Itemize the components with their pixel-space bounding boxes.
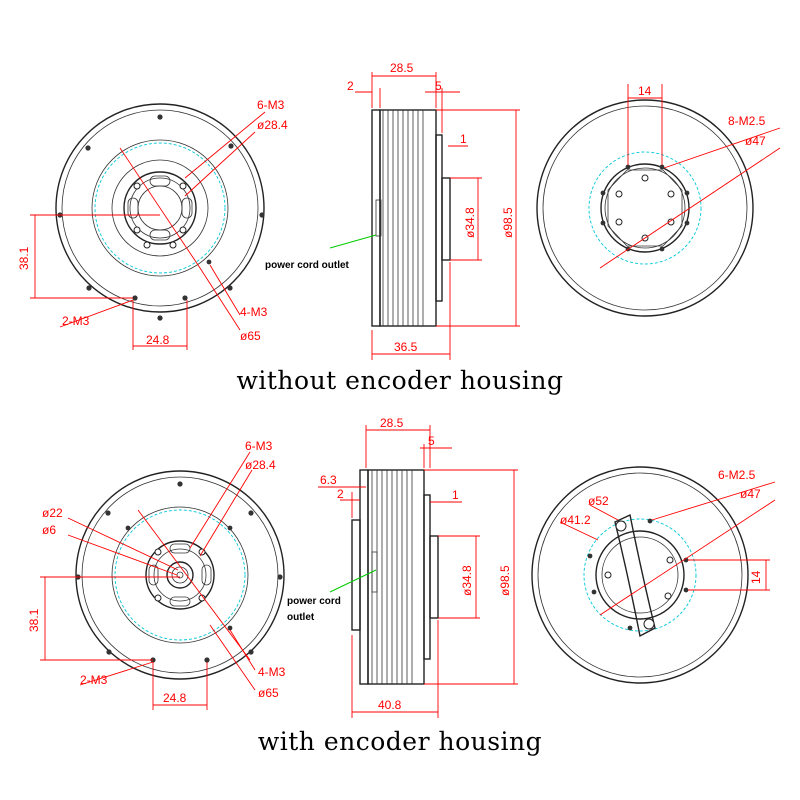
bottom-side-power-note-1: power cord bbox=[287, 596, 341, 607]
bottom-front-dia65-label: ø65 bbox=[258, 686, 279, 700]
bottom-back-dia47-label: ø47 bbox=[740, 487, 761, 501]
bottom-front-view: 6-M3 ø28.4 ø22 ø6 38.1 2-M3 4-M3 ø65 24.… bbox=[27, 439, 286, 710]
top-side-5-label: 5 bbox=[435, 79, 442, 93]
top-side-view: 2 28.5 5 1 ø34.8 ø98.5 36.5 power cord o… bbox=[265, 61, 520, 360]
bottom-front-6m3-label: 6-M3 bbox=[245, 439, 273, 453]
bottom-side-40-label: 40.8 bbox=[378, 698, 402, 712]
bottom-side-view: 28.5 5 6.3 2 1 ø34.8 ø98.5 40.8 power co… bbox=[287, 416, 518, 718]
bottom-front-dia28-label: ø28.4 bbox=[245, 458, 276, 472]
bottom-side-28-label: 28.5 bbox=[380, 416, 404, 430]
top-back-8m25-label: 8-M2.5 bbox=[728, 114, 766, 128]
top-side-1-label: 1 bbox=[460, 132, 467, 146]
bottom-back-dia52-label: ø52 bbox=[588, 494, 609, 508]
bottom-side-power-note-2: outlet bbox=[287, 612, 315, 623]
top-front-6m3-label: 6-M3 bbox=[257, 98, 285, 112]
top-front-dia65-label: ø65 bbox=[240, 329, 261, 343]
bottom-side-1-label: 1 bbox=[452, 488, 459, 502]
bottom-front-dia22-label: ø22 bbox=[42, 506, 63, 520]
caption-without-encoder: without encoder housing bbox=[236, 366, 564, 395]
bottom-front-38-label: 38.1 bbox=[27, 608, 41, 632]
top-front-view: 6-M3 ø28.4 38.1 2-M3 4-M3 ø65 24.8 bbox=[17, 98, 288, 350]
top-front-24-label: 24.8 bbox=[146, 333, 170, 347]
bottom-side-dia34-label: ø34.8 bbox=[460, 565, 474, 596]
top-side-36-label: 36.5 bbox=[394, 340, 418, 354]
top-side-dia98-label: ø98.5 bbox=[501, 207, 515, 238]
top-side-28-label: 28.5 bbox=[390, 61, 414, 75]
top-side-power-note: power cord outlet bbox=[265, 260, 350, 271]
top-front-38-label: 38.1 bbox=[17, 246, 31, 270]
top-back-dia47-label: ø47 bbox=[745, 134, 766, 148]
bottom-side-2-label: 2 bbox=[337, 487, 344, 501]
top-front-4m3-label: 4-M3 bbox=[240, 305, 268, 319]
bottom-side-dia98-label: ø98.5 bbox=[498, 565, 512, 596]
bottom-front-24-label: 24.8 bbox=[163, 691, 187, 705]
top-front-dia28-label: ø28.4 bbox=[257, 118, 288, 132]
top-side-fins bbox=[382, 110, 424, 326]
top-back-14-label: 14 bbox=[638, 84, 652, 98]
bottom-front-dia6-label: ø6 bbox=[42, 523, 56, 537]
bottom-front-4m3-label: 4-M3 bbox=[258, 665, 286, 679]
bottom-back-6m25-label: 6-M2.5 bbox=[718, 468, 756, 482]
caption-with-encoder: with encoder housing bbox=[257, 727, 543, 756]
top-side-2-label: 2 bbox=[347, 79, 354, 93]
bottom-side-fins bbox=[371, 470, 413, 684]
bottom-back-dia41-label: ø41.2 bbox=[560, 513, 591, 527]
bottom-side-5-label: 5 bbox=[428, 434, 435, 448]
top-front-2m3-label: 2-M3 bbox=[62, 314, 90, 328]
top-back-view: 14 8-M2.5 ø47 bbox=[536, 84, 781, 317]
bottom-front-2m3-label: 2-M3 bbox=[80, 673, 108, 687]
bottom-back-view: 6-M2.5 ø52 ø47 ø41.2 14 bbox=[531, 466, 776, 684]
bottom-side-6-3-label: 6.3 bbox=[320, 473, 337, 487]
bottom-back-14-label: 14 bbox=[749, 570, 763, 584]
top-side-dia34-label: ø34.8 bbox=[463, 207, 477, 238]
